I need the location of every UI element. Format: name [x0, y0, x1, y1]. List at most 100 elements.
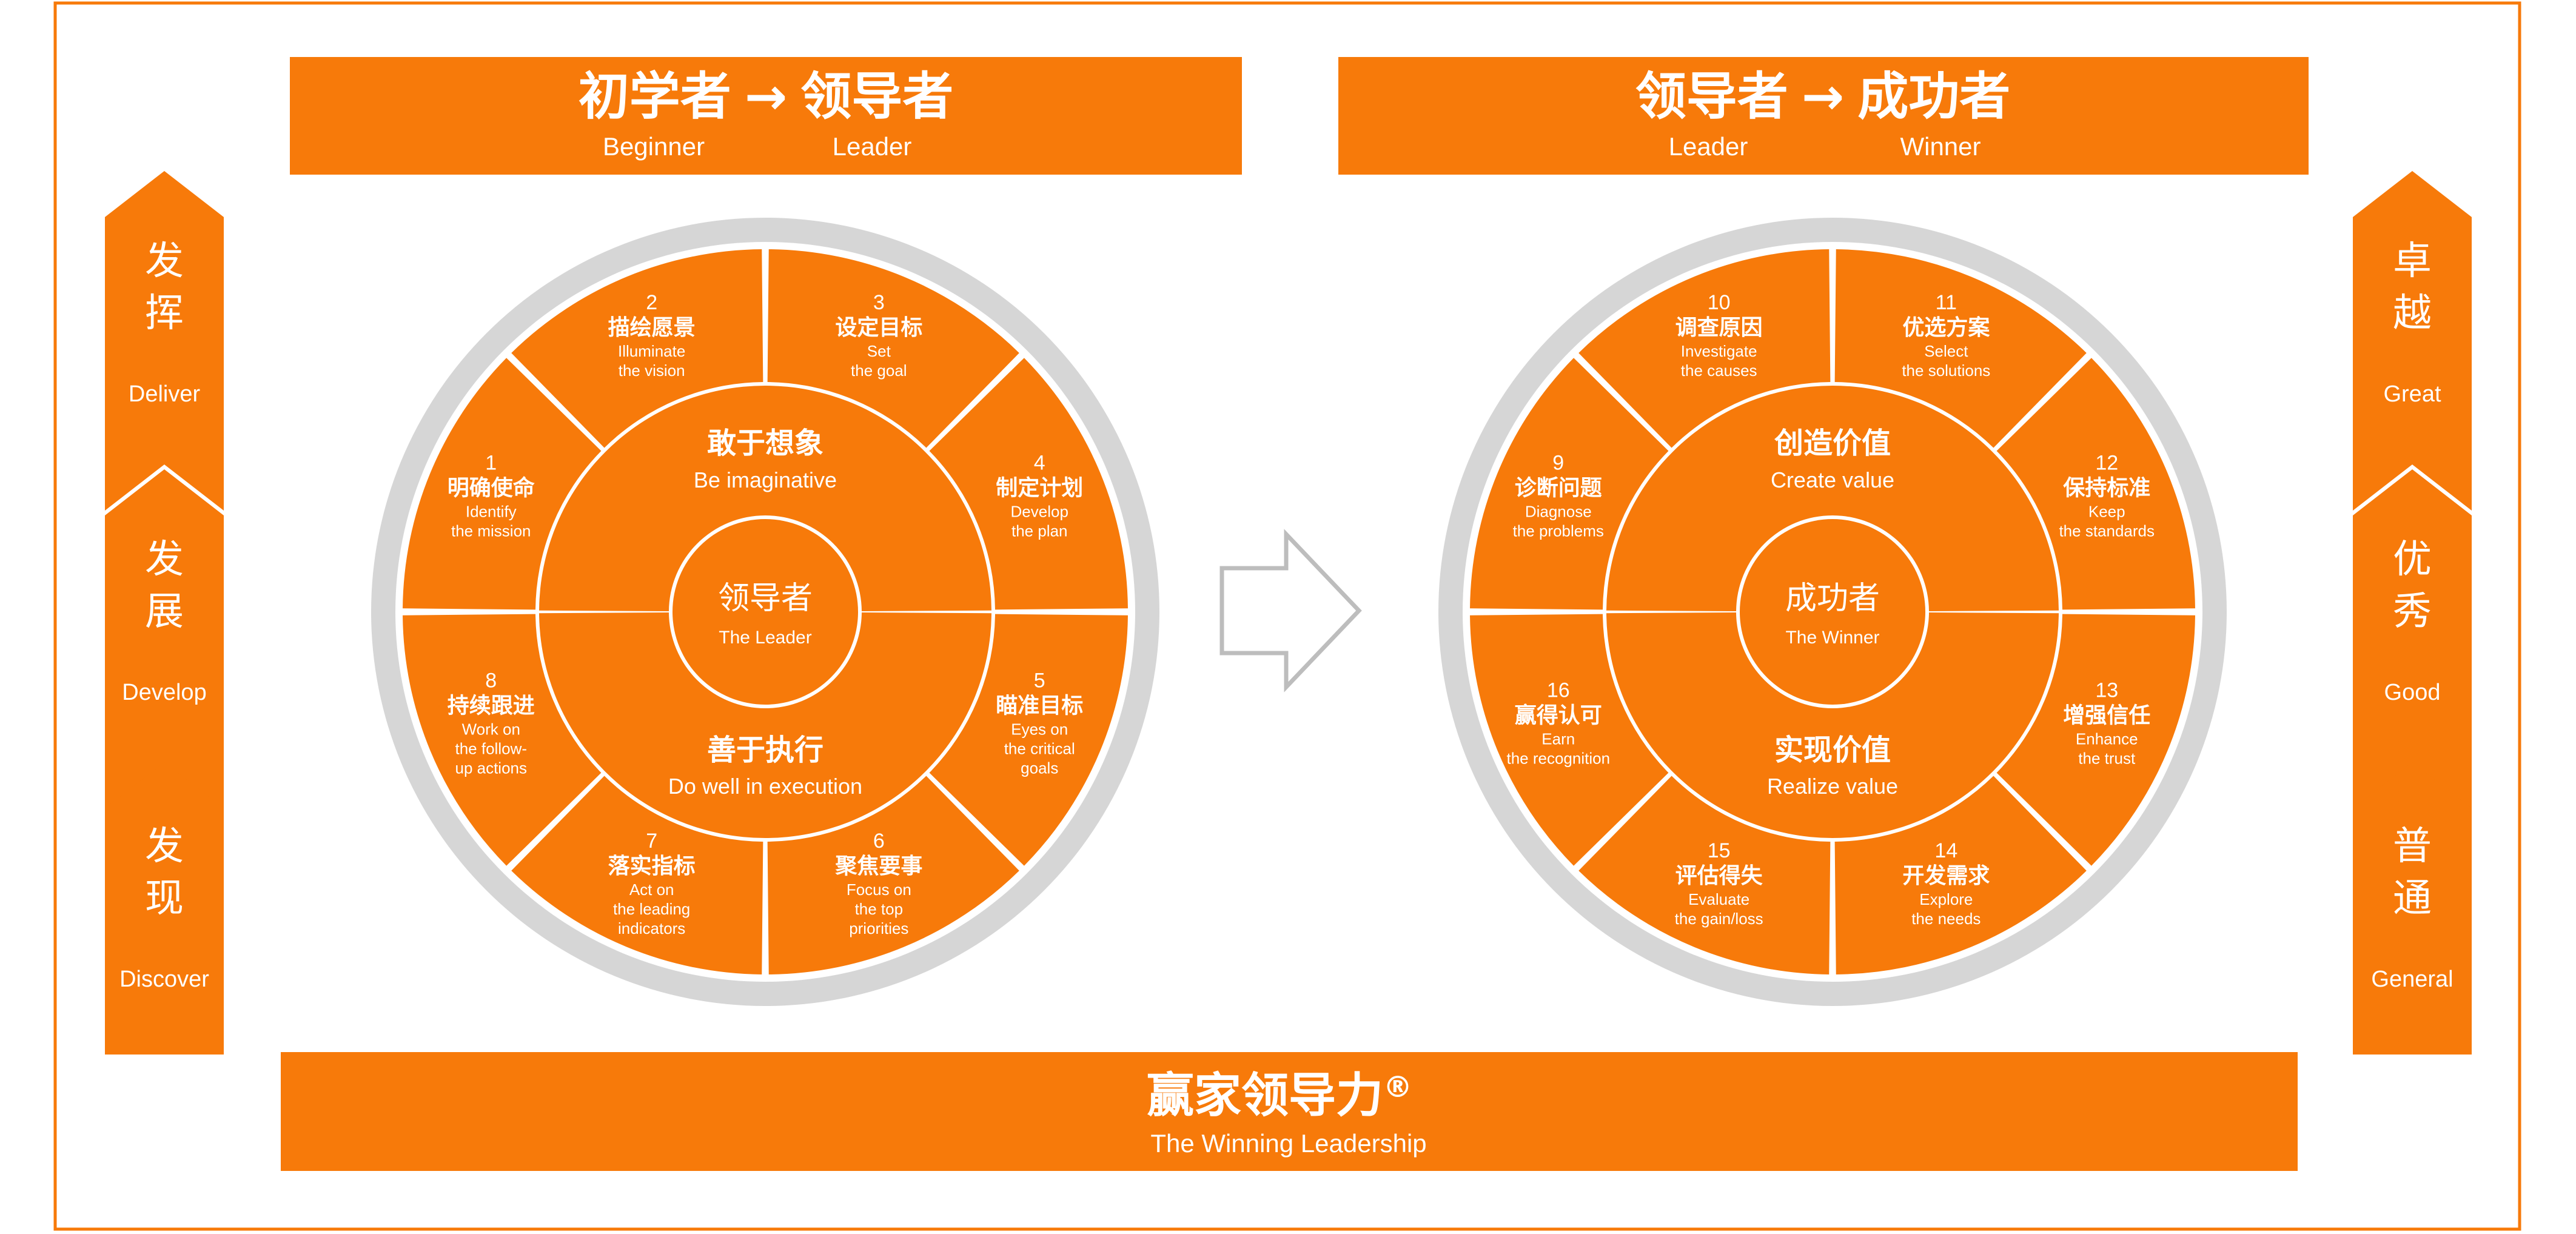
segment-number: 7: [646, 830, 657, 853]
segment-shape: [1578, 776, 1831, 974]
wheel-center-circle: [1740, 519, 1925, 705]
segment-en-line: Set: [867, 342, 891, 360]
segment-en-line: the needs: [1911, 910, 1981, 928]
banner-left: 初学者→领导者 Beginner Leader: [290, 57, 1242, 175]
segment-en-line: the solutions: [1902, 361, 1990, 380]
middle-ring-bottom: [539, 612, 991, 838]
segment-en-line: the vision: [619, 361, 685, 380]
segment-shape: [1470, 358, 1669, 610]
banner-right-to: 成功者: [1857, 67, 2010, 126]
banner-right-en-to: Winner: [1900, 132, 1981, 161]
middle-ring-top: [1606, 386, 2059, 612]
wheel-top-en: Create value: [1771, 468, 1894, 492]
segment-zh: 优选方案: [1902, 315, 1990, 340]
segment-number: 5: [1034, 669, 1045, 692]
segment-zh: 开发需求: [1902, 863, 1990, 888]
segment-en-line: Investigate: [1681, 342, 1757, 360]
segment-zh: 明确使命: [448, 475, 535, 501]
segment-en-line: the top: [855, 900, 904, 918]
segment-zh: 诊断问题: [1515, 476, 1602, 501]
banner-right-en-from: Leader: [1669, 132, 1748, 161]
left-column-en: Discover: [119, 967, 209, 992]
segment-en-line: the standards: [2059, 522, 2155, 540]
segment-zh: 赢得认可: [1515, 702, 1602, 728]
banner-right-title: 领导者→成功者: [1635, 67, 2010, 126]
right-column-en: General: [2371, 967, 2453, 992]
wheel-center-circle: [673, 519, 858, 705]
banner-right-bg: [1338, 57, 2309, 175]
segment-number: 3: [873, 291, 885, 314]
left-column-zh-2: 现: [145, 876, 184, 921]
segment-en-line: Enhance: [2076, 729, 2138, 748]
segment-zh: 落实指标: [608, 854, 696, 879]
segment-zh: 设定目标: [835, 315, 922, 340]
right-column-zh-1: 卓: [2393, 239, 2432, 284]
wheel-center-zh: 成功者: [1785, 580, 1880, 617]
footer-title-zh: 赢家领导力: [1147, 1068, 1383, 1123]
segment-shape: [767, 776, 1019, 974]
wheel-center-zh: 领导者: [718, 580, 813, 617]
segment-shape: [1996, 358, 2195, 610]
registered-mark: ®: [1383, 1070, 1412, 1104]
segment-zh: 瞄准目标: [996, 693, 1083, 718]
segment-shape: [1578, 249, 1831, 448]
wheel-top-en: Be imaginative: [694, 468, 837, 492]
banner-left-en-to: Leader: [833, 132, 912, 161]
wheel-bottom-zh: 实现价值: [1774, 733, 1891, 767]
middle-ring-bottom: [1606, 612, 2059, 838]
segment-shape: [767, 249, 1019, 448]
segment-en-line: the leading: [613, 900, 690, 918]
segment-en-line: Evaluate: [1688, 890, 1749, 908]
segment-number: 9: [1552, 452, 1564, 475]
footer-banner-bg: [281, 1052, 2298, 1171]
segment-en-line: up actions: [455, 759, 527, 777]
segment-number: 8: [485, 669, 497, 692]
banner-left-title: 初学者→领导者: [579, 67, 953, 126]
right-column-zh-2: 通: [2393, 876, 2432, 921]
segment-zh: 保持标准: [2063, 476, 2150, 501]
wheel-bottom-en: Do well in execution: [668, 774, 862, 799]
segment-en-line: the critical: [1004, 739, 1075, 757]
banner-right-arrow: →: [1802, 67, 1844, 126]
segment-en-line: the trust: [2078, 749, 2136, 767]
banner-left-to: 领导者: [800, 67, 953, 126]
segment-en-line: Select: [1924, 342, 1968, 360]
left-column-shape-3: [105, 762, 224, 1055]
right-column-zh-2: 越: [2393, 291, 2432, 336]
segment-number: 13: [2095, 679, 2118, 702]
right-column-item-3: 普通 General: [2353, 762, 2472, 1055]
segment-en-line: Illuminate: [618, 342, 685, 360]
right-column-shape-1: [2353, 171, 2472, 511]
segment-shape: [1834, 249, 2087, 448]
segment-zh: 评估得失: [1675, 863, 1763, 888]
left-column-zh-1: 发: [145, 537, 184, 582]
segment-en-line: Diagnose: [1525, 503, 1592, 521]
banner-right: 领导者→成功者 Leader Winner: [1338, 57, 2309, 175]
wheel-bottom-zh: 善于执行: [707, 733, 823, 767]
segment-shape: [403, 614, 602, 866]
segment-shape: [929, 358, 1128, 610]
wheel-top-zh: 创造价值: [1774, 426, 1891, 460]
right-column-zh-1: 普: [2393, 824, 2432, 869]
segment-zh: 调查原因: [1675, 315, 1763, 340]
segment-number: 6: [873, 830, 885, 853]
segment-en-line: Act on: [629, 880, 674, 899]
middle-ring-top: [539, 386, 991, 612]
banner-right-from: 领导者: [1635, 67, 1788, 126]
